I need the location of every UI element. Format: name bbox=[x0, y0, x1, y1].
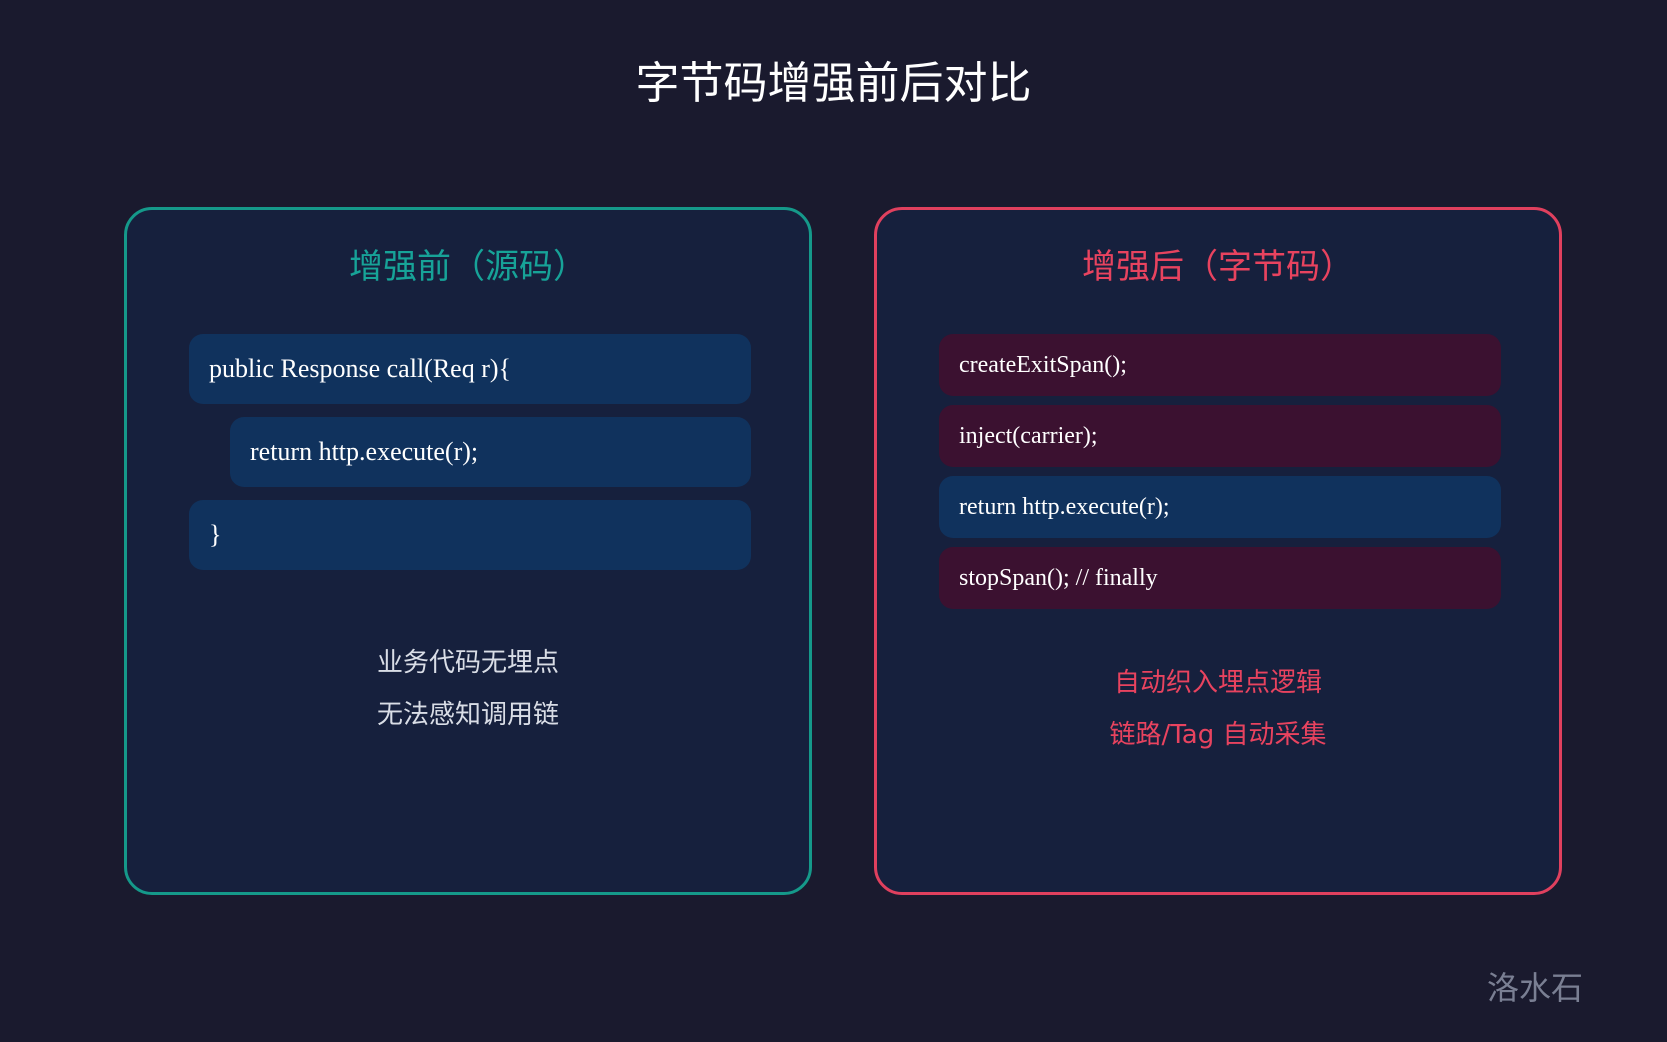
after-code-line-stop-span: stopSpan(); // finally bbox=[939, 547, 1501, 609]
after-note-auto-weaving: 自动织入埋点逻辑 bbox=[1113, 668, 1322, 698]
code-text: } bbox=[209, 520, 222, 549]
after-notes: 自动织入埋点逻辑 链路/Tag 自动采集 bbox=[877, 657, 1559, 761]
before-notes: 业务代码无埋点 无法感知调用链 bbox=[127, 637, 809, 741]
before-panel-title: 增强前（源码） bbox=[349, 247, 587, 287]
diagram-title: 字节码增强前后对比 bbox=[635, 58, 1032, 109]
before-note-no-tracing: 业务代码无埋点 bbox=[376, 648, 559, 678]
code-text: inject(carrier); bbox=[959, 422, 1098, 449]
code-text: createExitSpan(); bbox=[959, 351, 1127, 378]
before-code-line-return: return http.execute(r); bbox=[230, 417, 751, 487]
after-code-line-inject: inject(carrier); bbox=[939, 405, 1501, 467]
after-code-line-create-exit-span: createExitSpan(); bbox=[939, 334, 1501, 396]
after-note-auto-collection: 链路/Tag 自动采集 bbox=[1109, 720, 1327, 750]
after-code-line-return: return http.execute(r); bbox=[939, 476, 1501, 538]
before-code-line-closing-brace: } bbox=[189, 500, 751, 570]
code-text: stopSpan(); // finally bbox=[959, 564, 1158, 591]
before-note-no-call-chain: 无法感知调用链 bbox=[376, 700, 559, 730]
after-panel-title: 增强后（字节码） bbox=[1082, 247, 1354, 287]
before-code-line-method-signature: public Response call(Req r){ bbox=[189, 334, 751, 404]
author-watermark: 洛水石 bbox=[1486, 969, 1583, 1007]
code-text: public Response call(Req r){ bbox=[209, 354, 512, 383]
code-text: return http.execute(r); bbox=[959, 493, 1170, 520]
code-text: return http.execute(r); bbox=[250, 437, 479, 466]
after-panel: 增强后（字节码） createExitSpan(); inject(carrie… bbox=[874, 207, 1562, 895]
before-panel: 增强前（源码） public Response call(Req r){ ret… bbox=[124, 207, 812, 895]
